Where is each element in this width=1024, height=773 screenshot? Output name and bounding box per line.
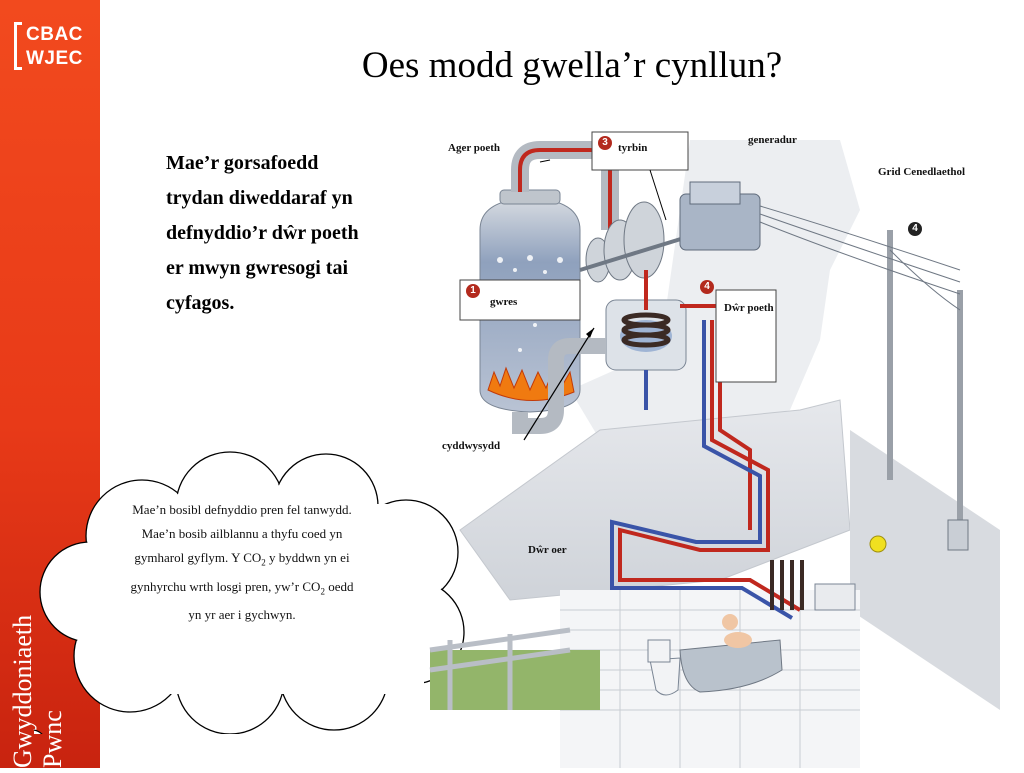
grid-poles [887, 230, 963, 530]
label-turbine: tyrbin [618, 142, 648, 154]
thought-cloud [34, 451, 465, 734]
intro-line: defnyddio’r dŵr poeth [166, 222, 359, 244]
cloud-text: Mae’n bosibl defnyddio pren fel tanwydd.… [92, 498, 392, 627]
intro-line: Mae’r gorsafoedd [166, 152, 319, 174]
label-hot-water: Dŵr poeth [724, 302, 774, 314]
bath [679, 639, 783, 693]
label-cold-water: Dŵr oer [528, 544, 567, 556]
slide-title: Oes modd gwella’r cynllun? [361, 45, 783, 86]
marker-4-grid: 4 [908, 222, 922, 236]
radiator [770, 560, 804, 610]
logo-bracket [14, 22, 22, 70]
cloud-line: Mae’n bosibl defnyddio pren fel tanwydd. [132, 502, 352, 517]
label-national-grid: Grid Cenedlaethol [878, 166, 966, 178]
intro-line: er mwyn gwresogi tai [166, 257, 349, 279]
intro-paragraph: Mae’r gorsafoedd trydan diweddaraf yn de… [166, 146, 396, 321]
turbine [579, 201, 711, 283]
marker-1: 1 [466, 284, 480, 298]
cloud-line-co2: gymharol gyflym. Y CO2 y byddwn yn ei [134, 550, 350, 568]
return-pipe [512, 338, 606, 434]
toilet [649, 657, 681, 696]
label-hot-steam: Ager poeth [448, 142, 501, 154]
marker-4-hot: 4 [700, 280, 714, 294]
cloud-line-co2: gynhyrchu wrth losgi pren, yw’r CO2 oedd [130, 578, 354, 597]
marker-3: 3 [598, 136, 612, 150]
cloud-line: yn yr aer i gychwyn. [188, 607, 296, 623]
cloud-line: Mae’n bosib ailblannu a thyfu coed yn [141, 526, 343, 541]
intro-line: cyfagos. [166, 292, 235, 314]
brand-sidebar: CBAC WJEC Gwyddoniaeth Pwnc [0, 0, 100, 768]
power-station-diagram: 1 3 4 4 Ager poeth tyrbin generadur Grid… [420, 110, 1024, 768]
label-generator: generadur [748, 134, 797, 146]
house-wall [850, 430, 1000, 710]
logo-line-2: WJEC [26, 48, 83, 69]
intro-line: trydan diweddaraf yn [166, 187, 353, 209]
diagram-illustration [429, 131, 1000, 768]
label-condenser: cyddwysydd [442, 440, 501, 452]
logo-line-1: CBAC [26, 24, 83, 45]
label-heat: gwres [490, 296, 518, 308]
wjec-logo: CBAC WJEC [14, 20, 90, 74]
